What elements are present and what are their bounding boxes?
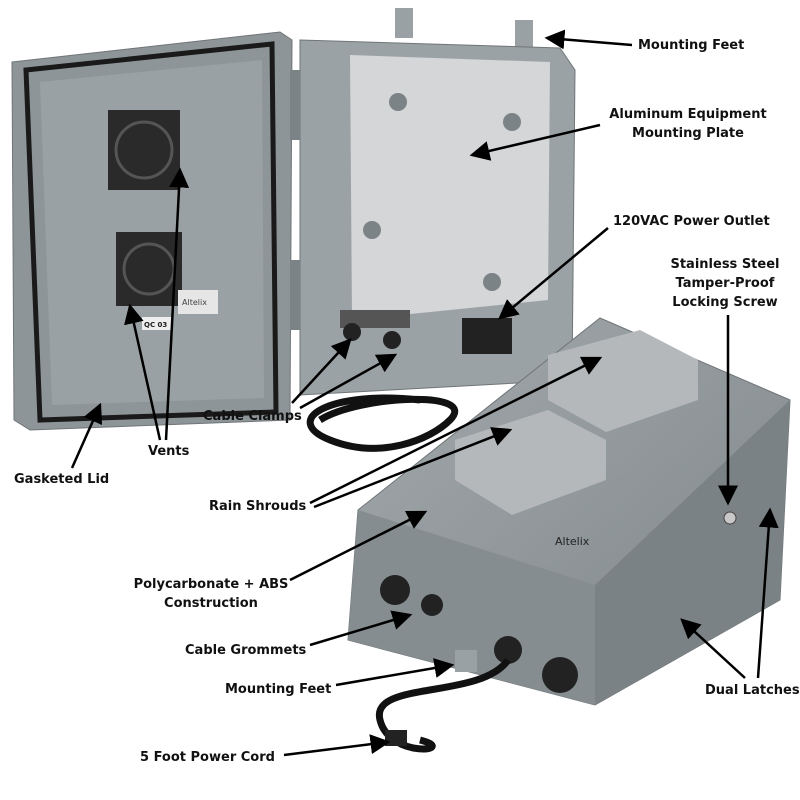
label-locking-screw: Stainless Steel Tamper-Proof Locking Scr… bbox=[660, 255, 790, 312]
cable-grommet bbox=[421, 594, 443, 616]
open-body bbox=[290, 8, 576, 396]
terminal-block bbox=[462, 318, 512, 354]
label-construction: Polycarbonate + ABS Construction bbox=[126, 575, 296, 613]
label-mounting-feet-top: Mounting Feet bbox=[638, 38, 745, 53]
mounting-foot bbox=[395, 8, 413, 38]
label-line: Locking Screw bbox=[672, 295, 778, 310]
box-brand-logo: Altelix bbox=[555, 535, 590, 548]
rain-shroud bbox=[548, 330, 698, 432]
label-mounting-feet-bottom: Mounting Feet bbox=[225, 682, 332, 697]
qc-sticker bbox=[142, 317, 172, 330]
label-power-cord: 5 Foot Power Cord bbox=[140, 750, 275, 765]
label-dual-latches: Dual Latches bbox=[705, 683, 800, 698]
annotation-arrows bbox=[70, 29, 779, 757]
label-line: Construction bbox=[164, 596, 258, 611]
mounting-foot bbox=[515, 20, 533, 50]
label-cable-grommets: Cable Grommets bbox=[185, 643, 307, 658]
cable-grommet bbox=[380, 575, 410, 605]
label-line: Tamper-Proof bbox=[675, 276, 775, 291]
gasket bbox=[23, 41, 279, 423]
label-line: Polycarbonate + ABS bbox=[133, 577, 289, 592]
mounting-foot bbox=[455, 650, 477, 672]
cord-gland bbox=[494, 636, 522, 664]
open-lid: Altelix QC 03 bbox=[11, 31, 293, 431]
cable-grommet bbox=[542, 657, 578, 693]
label-line: Mounting Plate bbox=[632, 126, 744, 141]
label-cable-clamps: Cable Clamps bbox=[203, 409, 302, 424]
power-plug bbox=[385, 730, 407, 746]
lid-brand-logo: Altelix bbox=[182, 298, 207, 307]
label-mounting-plate: Aluminum Equipment Mounting Plate bbox=[598, 105, 778, 143]
label-rain-shrouds: Rain Shrouds bbox=[209, 499, 307, 514]
aluminum-plate bbox=[350, 55, 550, 320]
power-cord-coil bbox=[306, 394, 459, 452]
power-cord bbox=[376, 657, 511, 753]
label-vents: Vents bbox=[148, 444, 190, 459]
label-power-outlet: 120VAC Power Outlet bbox=[613, 214, 770, 229]
label-line: Stainless Steel bbox=[670, 257, 780, 272]
cable-clamp-bar bbox=[340, 310, 410, 328]
label-gasketed-lid: Gasketed Lid bbox=[14, 472, 110, 487]
closed-enclosure: Altelix bbox=[347, 317, 791, 706]
qc-sticker-text: QC 03 bbox=[144, 321, 167, 329]
label-line: Aluminum Equipment bbox=[609, 107, 767, 122]
locking-screw bbox=[723, 511, 737, 525]
